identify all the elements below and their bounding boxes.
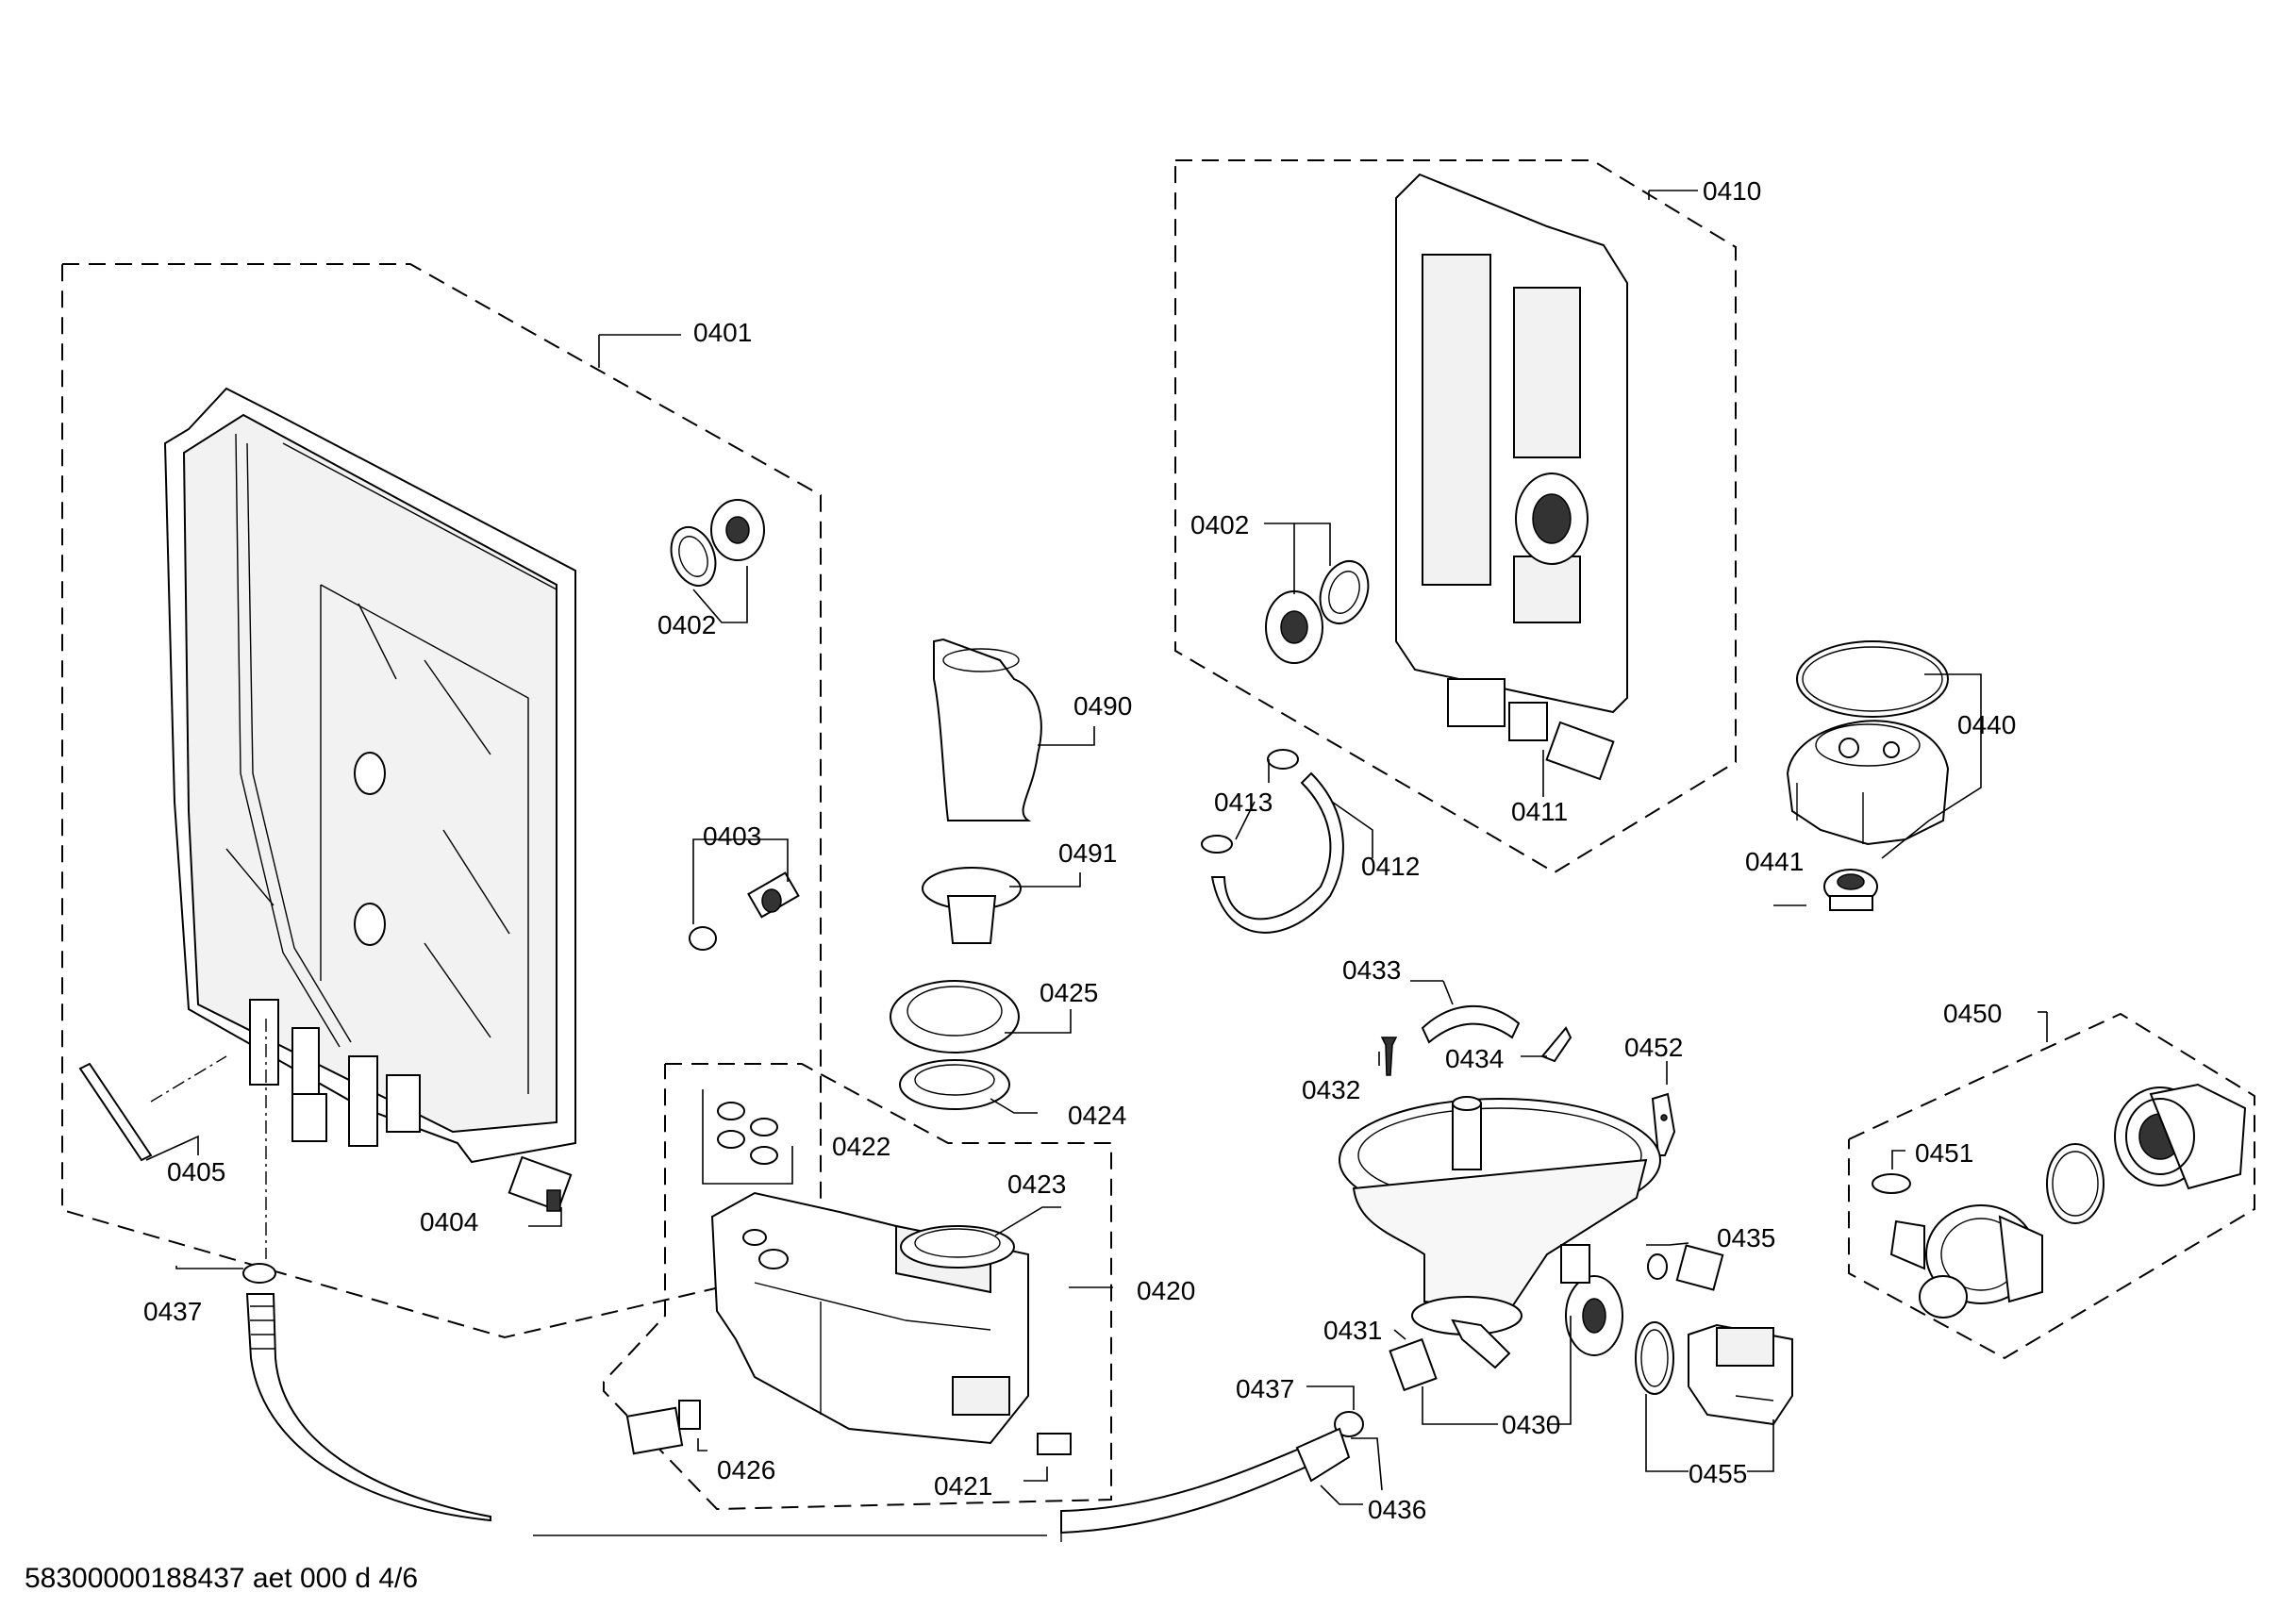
part-0437-o-ring-right — [1334, 1411, 1364, 1437]
part-0405-spacer — [78, 1062, 153, 1162]
group-0450-boundary — [1848, 1012, 2255, 1360]
part-0421-clip — [1037, 1433, 1072, 1455]
part-0426-sensor — [625, 1400, 701, 1455]
label-0424: 0424 — [1068, 1101, 1126, 1130]
part-0420-sump — [710, 1191, 1029, 1445]
label-0451: 0451 — [1915, 1138, 1973, 1168]
part-0413-clamp-bottom — [1201, 835, 1233, 854]
label-0450: 0450 — [1943, 999, 2002, 1028]
label-0437-right: 0437 — [1236, 1374, 1294, 1403]
part-0422-seals — [717, 1102, 778, 1165]
part-0413-clamp-top — [1267, 749, 1299, 770]
label-0435: 0435 — [1717, 1223, 1775, 1252]
label-0432: 0432 — [1302, 1075, 1360, 1104]
label-0426: 0426 — [717, 1455, 775, 1485]
part-0431-coupling — [1389, 1337, 1438, 1392]
panel-0410 — [1395, 173, 1628, 741]
label-0410: 0410 — [1703, 176, 1761, 206]
side-panel-part — [163, 387, 576, 1164]
part-0490-funnel — [933, 638, 1042, 821]
part-0440-housing — [1786, 720, 1950, 846]
label-0421: 0421 — [934, 1471, 992, 1501]
part-0430-sump-body — [1339, 1096, 1661, 1369]
label-0452: 0452 — [1624, 1033, 1683, 1062]
part-0402-cap-right — [1265, 590, 1323, 664]
part-0402-seal-ring — [670, 526, 717, 587]
label-0404: 0404 — [420, 1207, 478, 1236]
part-0403-valve — [689, 871, 800, 951]
part-0491-filter-cap — [922, 867, 1022, 944]
part-0440-ring — [1796, 640, 1949, 718]
label-0402-left: 0402 — [657, 610, 716, 639]
label-0440: 0440 — [1957, 710, 2016, 739]
part-0425-lid — [890, 980, 1020, 1053]
part-0441-impeller — [1823, 869, 1878, 911]
part-0455-pump — [1688, 1323, 1793, 1426]
hose-connector — [1295, 1427, 1351, 1483]
label-0422: 0422 — [832, 1132, 890, 1161]
label-0412: 0412 — [1361, 852, 1420, 881]
label-0430: 0430 — [1502, 1410, 1560, 1439]
label-0437-left: 0437 — [143, 1297, 202, 1326]
part-0411-connector — [1545, 721, 1615, 781]
part-0450-motor — [2114, 1083, 2247, 1190]
label-0425: 0425 — [1040, 978, 1098, 1007]
part-0412-hose — [1210, 771, 1344, 934]
label-0491: 0491 — [1058, 838, 1117, 868]
part-0452-part — [1651, 1092, 1676, 1156]
part-0450-pump-housing — [1889, 1204, 2043, 1319]
group-0420-boundary — [603, 1063, 1112, 1511]
label-0402-right: 0402 — [1190, 510, 1249, 539]
label-0411: 0411 — [1511, 797, 1568, 826]
part-0451-clip — [1872, 1173, 1911, 1194]
document-code: 58300000188437 aet 000 d 4/6 — [25, 1563, 418, 1594]
label-0490: 0490 — [1073, 691, 1132, 721]
part-0434-bracket — [1540, 1026, 1572, 1063]
label-0441: 0441 — [1745, 847, 1804, 876]
part-0433-clip — [1421, 1004, 1521, 1044]
label-0434: 0434 — [1445, 1044, 1504, 1073]
group-0410-boundary — [1174, 159, 1737, 874]
part-0402-seal-ring-right — [1319, 560, 1370, 624]
label-0431: 0431 — [1323, 1316, 1382, 1345]
part-0437-o-ring-left — [242, 1263, 276, 1284]
part-0455-o-ring — [1635, 1321, 1674, 1395]
label-0420: 0420 — [1137, 1276, 1195, 1305]
label-0403: 0403 — [703, 821, 761, 851]
part-labels: 0401 0402 0403 0404 0405 0437 0410 0402 … — [143, 176, 2048, 1524]
part-0450-o-ring — [2046, 1143, 2105, 1224]
label-0401: 0401 — [693, 318, 752, 347]
label-0433: 0433 — [1342, 955, 1401, 985]
part-0404-sensor — [507, 1155, 573, 1212]
label-0405: 0405 — [167, 1157, 225, 1186]
label-0436: 0436 — [1368, 1495, 1426, 1524]
label-0413: 0413 — [1214, 788, 1273, 817]
part-0435-valve — [1647, 1244, 1724, 1291]
part-0402-cap — [710, 499, 765, 561]
part-0424-ring — [899, 1059, 1010, 1110]
part-0432-screw — [1380, 1037, 1398, 1076]
label-0455: 0455 — [1689, 1459, 1747, 1488]
label-0423: 0423 — [1007, 1169, 1066, 1199]
